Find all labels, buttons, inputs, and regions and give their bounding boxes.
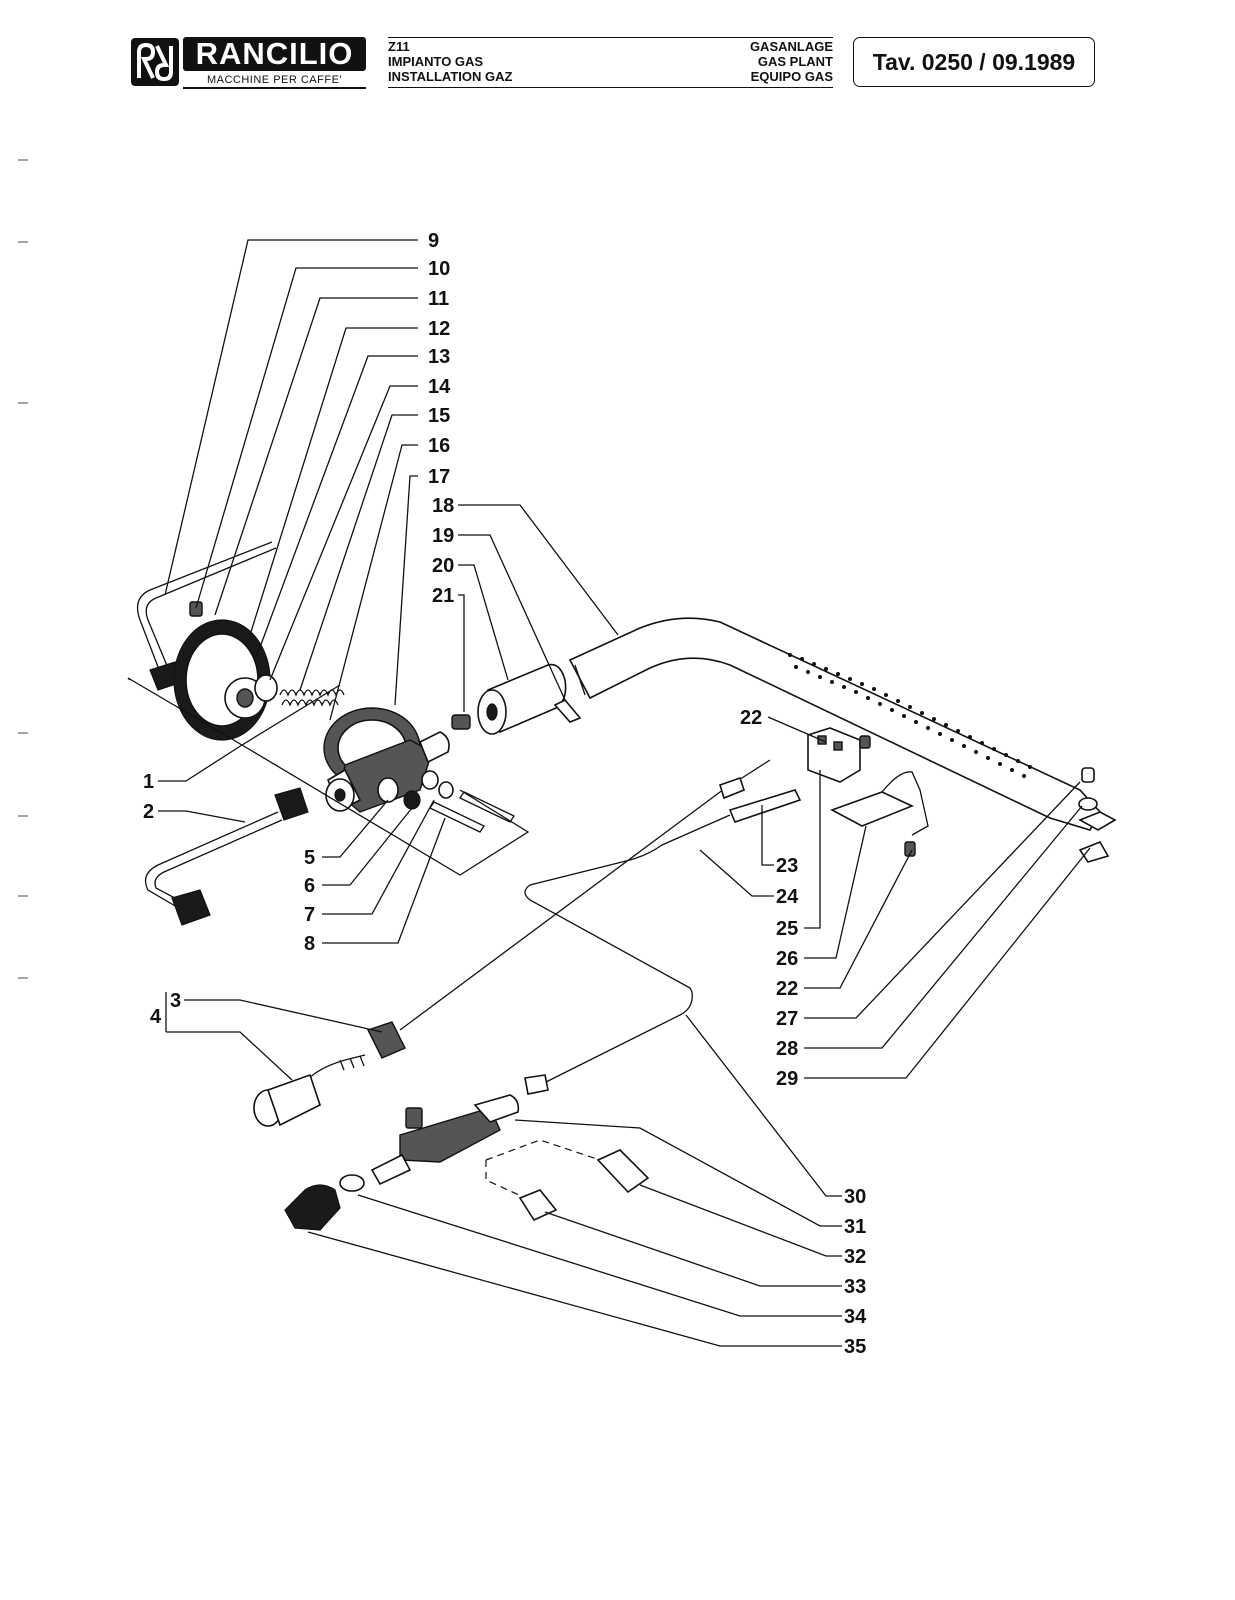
title-english: GAS PLANT bbox=[757, 54, 833, 69]
piezo-igniter bbox=[253, 1021, 406, 1127]
table-reference: Tav. 0250 / 09.1989 bbox=[853, 37, 1095, 87]
title-block: Z11 IMPIANTO GAS INSTALLATION GAZ GASANL… bbox=[388, 37, 833, 84]
leader-lines bbox=[158, 239, 1091, 1347]
callout-23: 23 bbox=[776, 855, 798, 877]
callout-30: 30 bbox=[844, 1186, 866, 1208]
callout-labels: 9 10 11 12 13 14 15 16 17 18 19 20 21 1 … bbox=[143, 230, 867, 1358]
callout-6: 6 bbox=[304, 875, 315, 897]
callout-20: 20 bbox=[432, 555, 454, 577]
callout-22-top: 22 bbox=[740, 707, 762, 729]
callout-27: 27 bbox=[776, 1008, 798, 1030]
callout-18: 18 bbox=[432, 495, 454, 517]
callout-9: 9 bbox=[428, 230, 439, 252]
title-rule bbox=[388, 87, 833, 88]
gas-injector bbox=[451, 714, 471, 730]
air-shutter-sleeve bbox=[477, 663, 582, 735]
callout-1: 1 bbox=[143, 771, 154, 793]
title-italian: IMPIANTO GAS bbox=[388, 54, 484, 69]
callout-15: 15 bbox=[428, 405, 450, 427]
callout-16: 16 bbox=[428, 435, 450, 457]
brand-logo: RANCILIO bbox=[183, 37, 366, 71]
callout-11: 11 bbox=[428, 288, 449, 310]
callout-32: 32 bbox=[844, 1246, 866, 1268]
page-header: RANCILIO MACCHINE PER CAFFE' Z11 IMPIANT… bbox=[0, 0, 1235, 100]
callout-25: 25 bbox=[776, 918, 798, 940]
callout-7: 7 bbox=[304, 904, 315, 926]
title-french: INSTALLATION GAZ bbox=[388, 69, 513, 84]
callout-8: 8 bbox=[304, 933, 315, 955]
oring-and-spring bbox=[254, 674, 345, 707]
model-code: Z11 bbox=[388, 39, 410, 54]
callout-12: 12 bbox=[428, 318, 450, 340]
callout-13: 13 bbox=[428, 346, 450, 368]
callout-14: 14 bbox=[428, 376, 451, 398]
callout-5: 5 bbox=[304, 847, 315, 869]
gas-inlet-pipe bbox=[144, 787, 309, 926]
callout-35: 35 bbox=[844, 1336, 866, 1358]
callout-3: 3 bbox=[170, 990, 181, 1012]
callout-2: 2 bbox=[143, 801, 154, 823]
thermocouple-tube bbox=[399, 759, 802, 1095]
burner-holes bbox=[788, 653, 1032, 778]
callout-28: 28 bbox=[776, 1038, 798, 1060]
callout-21: 21 bbox=[432, 585, 454, 607]
callout-17: 17 bbox=[428, 466, 450, 488]
title-spanish: EQUIPO GAS bbox=[750, 69, 833, 84]
callout-31: 31 bbox=[844, 1216, 866, 1238]
gas-valve-flange bbox=[173, 601, 271, 741]
callout-10: 10 bbox=[428, 258, 450, 280]
callout-29: 29 bbox=[776, 1068, 798, 1090]
callout-33: 33 bbox=[844, 1276, 866, 1298]
callout-4: 4 bbox=[150, 1006, 162, 1028]
callout-34: 34 bbox=[844, 1306, 867, 1328]
mounting-hardware bbox=[1078, 767, 1117, 863]
margin-ticks bbox=[18, 159, 28, 979]
title-german: GASANLAGE bbox=[749, 39, 833, 54]
rancilio-logo-icon bbox=[131, 38, 179, 86]
callout-22-bottom: 22 bbox=[776, 978, 798, 1000]
callout-19: 19 bbox=[432, 525, 454, 547]
brand-tagline: MACCHINE PER CAFFE' bbox=[183, 73, 366, 89]
burner-tube bbox=[568, 617, 1101, 831]
washers-and-screws bbox=[377, 770, 515, 833]
callout-24: 24 bbox=[776, 886, 799, 908]
callout-26: 26 bbox=[776, 948, 798, 970]
gas-tap bbox=[284, 1094, 650, 1231]
